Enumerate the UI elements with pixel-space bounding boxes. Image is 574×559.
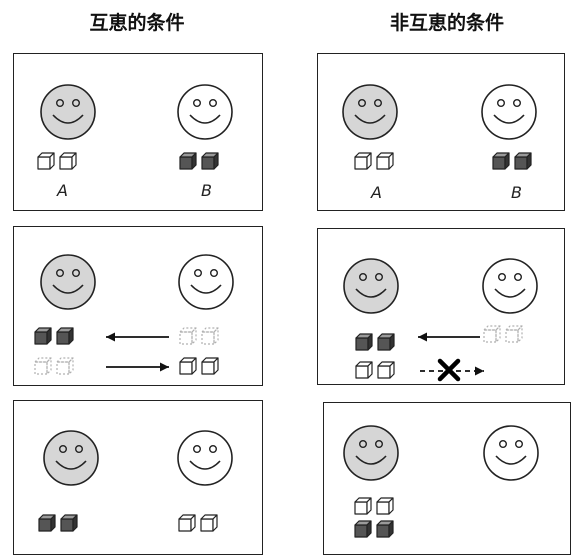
cube-icon [201,327,219,345]
smiley-face-icon [483,425,539,481]
cube-icon [354,152,372,170]
cube-icon [59,152,77,170]
cube-icon [179,327,197,345]
cube-icon [377,361,395,379]
cube-icon [376,152,394,170]
cube-icon [505,325,523,343]
smiley-face-icon [343,425,399,481]
smiley-face-icon [343,258,399,314]
panel-reciprocal-exchange-drawing [34,254,234,375]
cube-icon [60,514,78,532]
cube-icon [201,357,219,375]
cube-icon [355,361,373,379]
cube-icon [179,357,197,375]
cube-icon [38,514,56,532]
cube-icon [376,497,394,515]
smiley-face-icon [40,84,96,140]
arrow-icon [418,332,480,342]
arrow-icon [106,332,169,342]
smiley-face-icon [482,258,538,314]
arrow-icon [106,362,169,372]
panel-nonreciprocal-exchange [317,228,565,385]
cube-icon [377,333,395,351]
cube-icon [56,357,74,375]
label-a: A [371,183,382,202]
cube-icon [34,357,52,375]
cube-icon [200,514,218,532]
panel-reciprocal-result [13,400,263,555]
smiley-face-icon [40,254,96,310]
smiley-face-icon [177,430,233,486]
label-b: B [511,183,522,202]
smiley-face-icon [481,84,537,140]
cube-icon [178,514,196,532]
cube-icon [201,152,219,170]
cube-icon [354,520,372,538]
cube-icon [355,333,373,351]
panel-nonreciprocal-exchange-drawing [343,258,538,382]
panel-reciprocal-exchange [13,226,263,386]
panel-nonreciprocal-initial: A B [317,53,565,211]
cube-icon [179,152,197,170]
cube-icon [34,327,52,345]
panel-nonreciprocal-result-drawing [343,425,539,538]
cross-icon [437,358,461,382]
cube-icon [483,325,501,343]
cube-icon [354,497,372,515]
smiley-face-icon [342,84,398,140]
cube-icon [514,152,532,170]
smiley-face-icon [177,84,233,140]
nonreciprocal-condition-title: 非互恵的条件 [389,12,504,34]
panel-nonreciprocal-initial-drawing [342,84,537,170]
label-a: A [57,181,68,200]
panel-reciprocal-initial-drawing [37,84,233,170]
panel-nonreciprocal-result [323,402,571,555]
cube-icon [56,327,74,345]
cube-icon [376,520,394,538]
label-b: B [201,181,212,200]
smiley-face-icon [178,254,234,310]
panel-reciprocal-result-drawing [38,430,233,532]
cube-icon [492,152,510,170]
panel-reciprocal-initial: A B [13,53,263,211]
smiley-face-icon [43,430,99,486]
cube-icon [37,152,55,170]
reciprocal-condition-title: 互恵的条件 [89,12,185,34]
